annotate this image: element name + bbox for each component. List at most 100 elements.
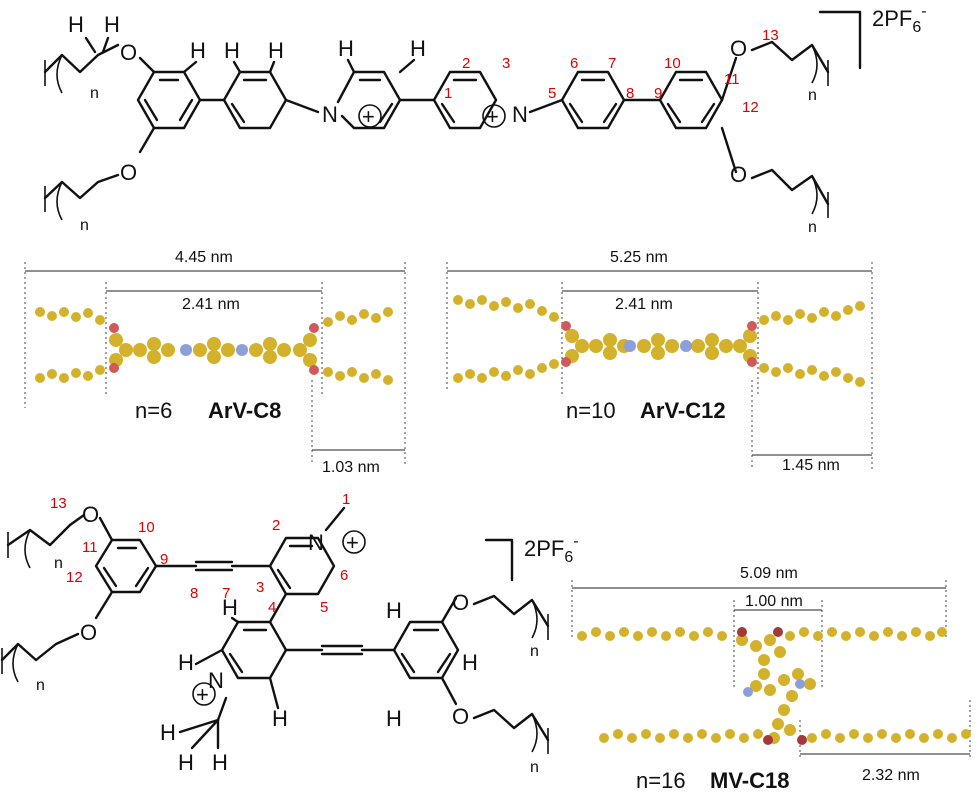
atom-number-2: 2 [462, 55, 470, 72]
arv-c8-core [109, 333, 317, 367]
arv-c8-chain-upper-right [323, 307, 393, 327]
atom-number-7: 7 [608, 55, 616, 72]
mv-repeat-n-3: n [530, 643, 539, 660]
mv-atom-number-12: 12 [66, 569, 83, 586]
arv-c8-tail-width: 1.03 nm [322, 459, 380, 476]
svg-text:H: H [268, 38, 284, 63]
oxygen-atom: O [120, 40, 137, 65]
atom-number-1: 1 [444, 85, 452, 102]
arv-c12-name: ArV-C12 [640, 398, 726, 423]
arv-c12-outer-width: 5.25 nm [610, 249, 668, 266]
mv-atom-number-3: 3 [256, 579, 264, 596]
nitrogen-atom-1: N [322, 102, 338, 127]
mv-oxygen-1: O [82, 502, 99, 527]
svg-text:H: H [462, 650, 478, 675]
arv-c8-name: ArV-C8 [208, 398, 281, 423]
arv-c8-nitrogen-2 [236, 344, 248, 356]
arv-c12-chain-lower-right [759, 363, 865, 387]
arv-c12-oxygen-4 [747, 357, 757, 367]
mv-atom-number-10: 10 [138, 519, 155, 536]
svg-text:+: + [196, 682, 209, 707]
mv-oxygen-3: O [452, 590, 469, 615]
svg-text:H: H [160, 720, 176, 745]
mv-c18-nitrogen-1 [743, 687, 753, 697]
mv-repeat-n-2: n [36, 677, 45, 694]
arv-c8-nitrogen-1 [180, 344, 192, 356]
mv-c18-chain-bottom [599, 729, 971, 743]
mv-oxygen-4: O [452, 704, 469, 729]
arv-c12-nitrogen-2 [680, 340, 692, 352]
atom-number-13: 13 [762, 27, 779, 44]
mv-c18-name: MV-C18 [710, 768, 789, 793]
mv-atom-number-8: 8 [190, 585, 198, 602]
mv-atom-number-4: 4 [268, 599, 276, 616]
svg-text:H: H [386, 706, 402, 731]
atom-number-11: 11 [724, 71, 740, 88]
atom-number-9: 9 [654, 85, 662, 102]
mv-atom-number-6: 6 [340, 567, 348, 584]
arv-c12-oxygen-3 [747, 321, 757, 331]
arv-c8-n-label: n=6 [135, 398, 172, 423]
arv-c12-chain-upper-left [453, 295, 559, 322]
mv-repeat-n-4: n [530, 759, 539, 776]
mv-repeat-n-1: n [54, 555, 63, 572]
counterion-label: 2PF6- [872, 3, 927, 36]
atom-number-12: 12 [742, 99, 759, 116]
mv-c18-oxygen-4 [797, 735, 807, 745]
arv-c8-chain-lower-right [323, 367, 393, 385]
svg-text:H: H [272, 706, 288, 731]
mv-oxygen-2: O [80, 620, 97, 645]
arv-c8-chain-upper-left [35, 307, 105, 325]
mv-c18-oxygen-3 [763, 735, 773, 745]
mv-c18-nitrogen-2 [795, 679, 805, 689]
repeat-n-lower-right: n [808, 219, 817, 236]
svg-text:H: H [178, 750, 194, 775]
atom-number-6: 6 [570, 55, 578, 72]
svg-text:H: H [410, 36, 426, 61]
svg-text:H: H [178, 650, 194, 675]
mv-structure: n O O n N + N + H [0, 491, 579, 776]
arv-c12-chain-lower-left [453, 359, 559, 383]
arv-c12-oxygen-1 [561, 321, 571, 331]
mv-nitrogen-1: N [308, 530, 324, 555]
arv-c12-model: 5.25 nm 2.41 nm 1.45 nm n=10 ArV-C12 [446, 249, 873, 474]
svg-text:H: H [68, 12, 84, 37]
mv-c18-outer-width: 5.09 nm [740, 565, 798, 582]
mv-nitrogen-2: N [208, 668, 224, 693]
arv-c8-outer-width: 4.45 nm [175, 249, 233, 266]
atom-number-3: 3 [502, 55, 510, 72]
arv-c8-oxygen-3 [309, 323, 319, 333]
mv-atom-number-2: 2 [272, 517, 280, 534]
svg-text:+: + [486, 104, 499, 129]
arv-c8-chain-lower-left [35, 365, 105, 383]
arv-c12-chain-upper-right [759, 301, 865, 325]
mv-c18-core [736, 634, 816, 744]
mv-c18-core-width: 1.00 nm [745, 593, 803, 610]
arv-c8-oxygen-4 [309, 365, 319, 375]
svg-text:H: H [386, 598, 402, 623]
arv-c12-core [565, 329, 757, 363]
arv-c8-oxygen-1 [109, 323, 119, 333]
svg-text:H: H [224, 38, 240, 63]
arv-c8-model: 4.45 nm 2.41 nm 1.03 nm n=6 A [24, 249, 406, 476]
nitrogen-atom-2: N [512, 102, 528, 127]
svg-text:H: H [104, 12, 120, 37]
repeat-n-lower-left: n [80, 217, 89, 234]
mv-atom-number-1: 1 [342, 491, 350, 508]
svg-text:H: H [212, 750, 228, 775]
svg-text:H: H [338, 36, 354, 61]
atom-number-10: 10 [664, 55, 681, 72]
arv-c12-tail-width: 1.45 nm [782, 457, 840, 474]
oxygen-atom-right-lower: O [730, 162, 747, 187]
arv-c12-n-label: n=10 [566, 398, 616, 423]
arv-structure: n H H O H O n H H N + H [43, 3, 927, 236]
arv-c12-oxygen-2 [561, 357, 571, 367]
svg-text:H: H [190, 38, 206, 63]
mv-atom-number-13: 13 [50, 495, 67, 512]
mv-atom-number-9: 9 [160, 551, 168, 568]
oxygen-atom-lower: O [120, 160, 137, 185]
arv-c8-oxygen-2 [109, 363, 119, 373]
oxygen-atom-right: O [730, 36, 747, 61]
mv-c18-n-label: n=16 [636, 768, 686, 793]
mv-c18-oxygen-1 [737, 627, 747, 637]
